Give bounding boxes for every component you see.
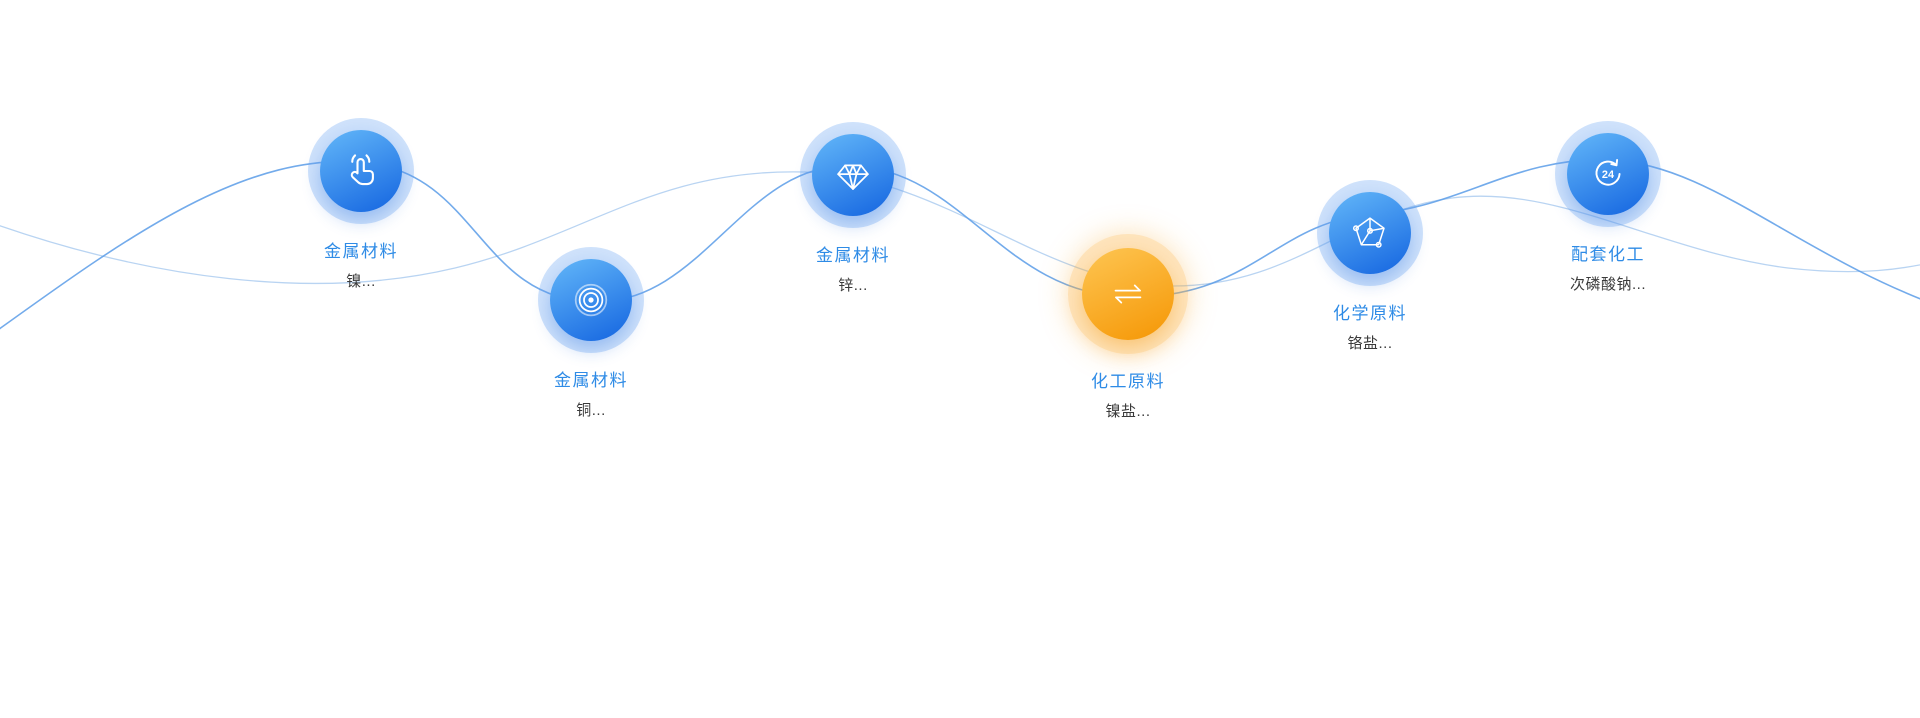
category-node-2[interactable]: 金属材料铜... [461, 247, 721, 420]
node-halo [800, 122, 906, 228]
category-node-4[interactable]: 化工原料镍盐... [998, 234, 1258, 421]
node-circle[interactable] [1329, 192, 1411, 274]
node-circle[interactable] [320, 130, 402, 212]
hand-click-icon [350, 154, 374, 186]
category-sub-label: 镍盐... [1105, 403, 1151, 420]
molecule-pentagon-icon [1352, 217, 1385, 248]
category-label: 金属材料 [554, 371, 628, 390]
node-halo: 24 [1555, 121, 1661, 227]
node-circle[interactable] [550, 259, 632, 341]
node-circle[interactable] [812, 134, 894, 216]
node-circle[interactable]: 24 [1567, 133, 1649, 215]
diamond-gem-icon [837, 164, 869, 190]
category-label: 配套化工 [1571, 245, 1645, 264]
category-label: 化学原料 [1333, 304, 1407, 323]
node-halo [308, 118, 414, 224]
24-hour-icon: 24 [1595, 159, 1621, 186]
node-circle[interactable] [1082, 248, 1174, 340]
category-sub-label: 次磷酸钠... [1569, 276, 1646, 293]
wave-secondary [0, 171, 1920, 287]
ripple-circles-icon [574, 283, 608, 317]
node-halo [1068, 234, 1188, 354]
category-node-3[interactable]: 金属材料锌... [723, 122, 983, 295]
node-halo [538, 247, 644, 353]
node-halo [1317, 180, 1423, 286]
category-node-6[interactable]: 24 配套化工次磷酸钠... [1478, 121, 1738, 294]
category-sub-label: 镍... [346, 273, 376, 290]
category-sub-label: 铜... [576, 402, 606, 419]
category-node-5[interactable]: 化学原料铬盐... [1240, 180, 1500, 353]
category-label: 化工原料 [1091, 372, 1165, 391]
icon-text-24: 24 [1602, 169, 1615, 181]
category-label: 金属材料 [324, 242, 398, 261]
exchange-arrows-icon [1114, 284, 1142, 304]
category-sub-label: 锌... [838, 277, 868, 294]
category-node-1[interactable]: 金属材料镍... [231, 118, 491, 291]
category-sub-label: 铬盐... [1347, 335, 1393, 352]
category-label: 金属材料 [816, 246, 890, 265]
